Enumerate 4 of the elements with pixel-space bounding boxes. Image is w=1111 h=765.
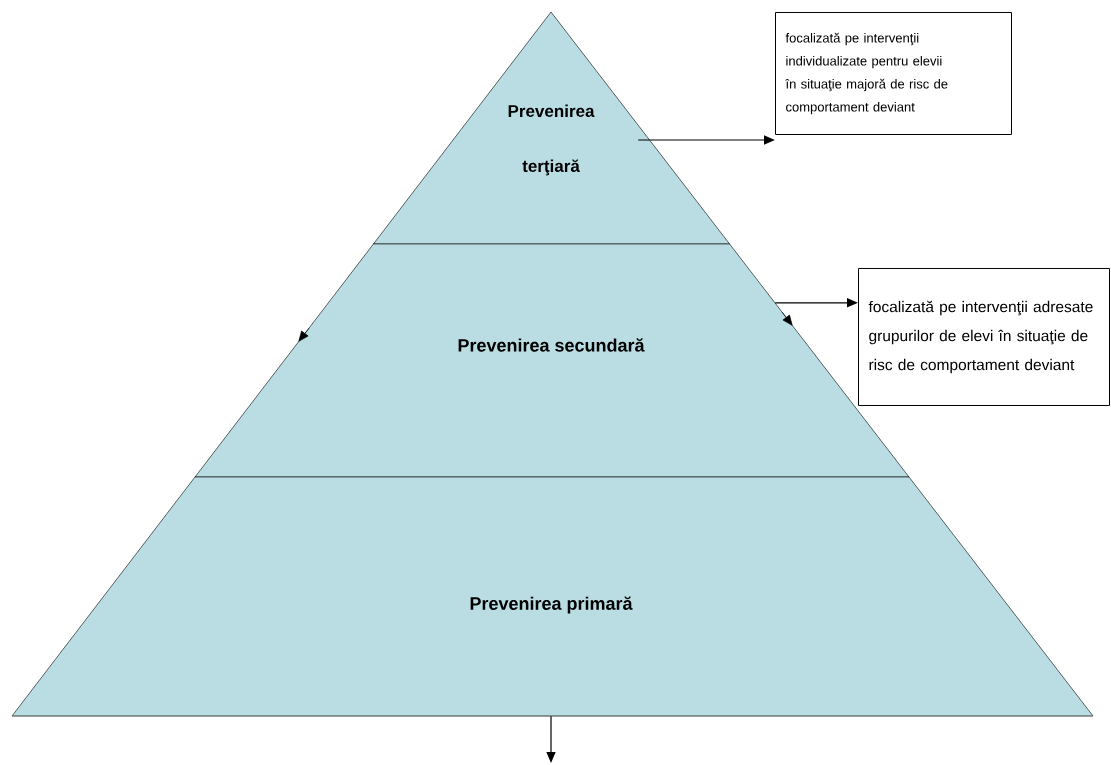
text-box: focalizată pe intervenţii adresate grupurilor de elevi în situaţie de risc de comportament deviant bbox=[858, 268, 1110, 406]
text-box: focalizată pe intervenţii individualizate pentru elevii în situaţie majoră de risc de comportament deviant bbox=[775, 12, 1012, 135]
pyramid-band: Prevenirea primară bbox=[11, 476, 1094, 717]
pyramid-band: Prevenirea terţiară bbox=[373, 11, 730, 245]
